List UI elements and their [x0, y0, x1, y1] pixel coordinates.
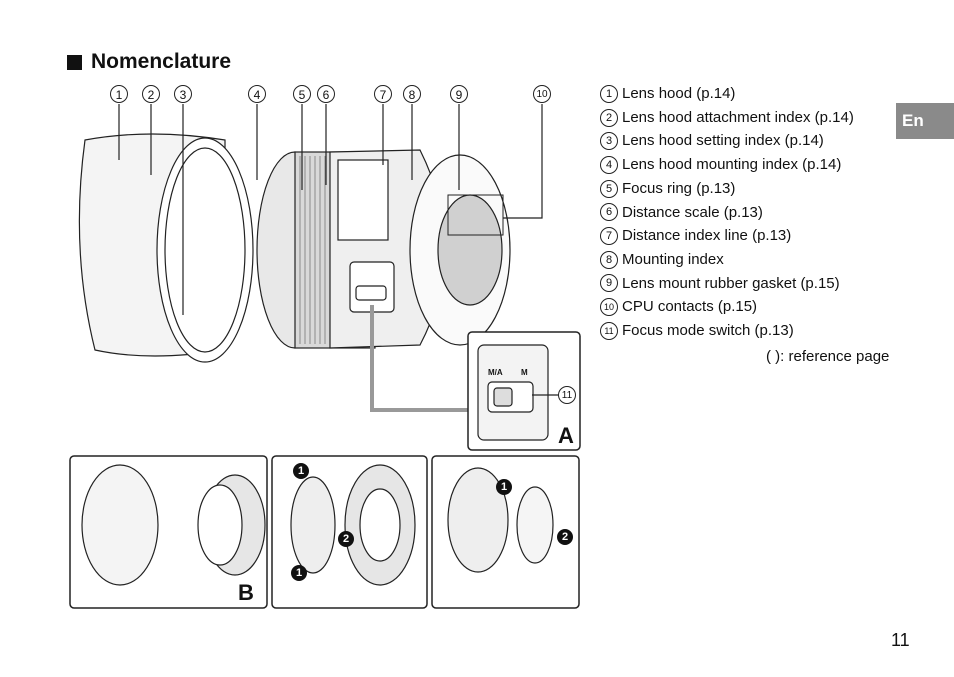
legend-num: 3 — [600, 132, 618, 151]
step-badge-1b: 1 — [291, 565, 307, 581]
legend-text: Lens hood mounting index (p.14) — [622, 156, 842, 174]
legend-num: 1 — [600, 84, 618, 103]
callout-3: 3 — [174, 85, 192, 103]
page-number: 11 — [891, 630, 910, 650]
callout-2: 2 — [142, 85, 160, 103]
callout-1: 1 — [110, 85, 128, 103]
heading-text: Nomenclature — [91, 50, 232, 73]
legend-num: 10 — [600, 298, 618, 317]
legend-text: Lens hood (p.14) — [622, 85, 736, 102]
legend-text: Lens hood setting index (p.14) — [622, 132, 824, 150]
panel-b-label: B — [238, 580, 254, 605]
legend-text: Mounting index — [622, 250, 724, 268]
reference-note: ( ): reference page — [766, 348, 890, 365]
callout-10: 10 — [533, 85, 551, 103]
section-heading: Nomenclature — [67, 50, 231, 74]
legend-text: Distance index line (p.13) — [622, 227, 792, 245]
legend-text: Focus ring (p.13) — [622, 179, 736, 197]
distance-scale-window — [337, 159, 389, 241]
legend-num: 9 — [600, 274, 618, 293]
callout-8: 8 — [403, 85, 421, 103]
language-tab: En — [896, 103, 954, 139]
panel-a-label: A — [558, 423, 574, 448]
callout-4: 4 — [248, 85, 266, 103]
legend-num: 4 — [600, 155, 618, 174]
heading-square-icon — [67, 54, 82, 70]
callout-11: 11 — [558, 386, 576, 404]
legend-text: Focus mode switch (p.13) — [622, 322, 794, 340]
switch-label-m: M — [521, 368, 528, 377]
step-badge-1: 1 — [293, 463, 309, 479]
step-badge-1c: 1 — [496, 479, 512, 495]
callout-7: 7 — [374, 85, 392, 103]
legend-text: Lens mount rubber gasket (p.15) — [622, 274, 840, 292]
legend-text: Distance scale (p.13) — [622, 203, 763, 221]
legend-num: 2 — [600, 108, 618, 127]
legend-num: 5 — [600, 179, 618, 198]
legend-num: 6 — [600, 203, 618, 222]
callout-9: 9 — [450, 85, 468, 103]
callout-5: 5 — [293, 85, 311, 103]
switch-label-ma: M/A — [488, 368, 503, 377]
callout-6: 6 — [317, 85, 335, 103]
legend-text: CPU contacts (p.15) — [622, 298, 758, 316]
legend-num: 7 — [600, 227, 618, 246]
step-badge-2b: 2 — [557, 529, 573, 545]
legend-num: 8 — [600, 250, 618, 269]
legend-text: Lens hood attachment index (p.14) — [622, 108, 854, 126]
step-badge-2: 2 — [338, 531, 354, 547]
lens-hood-rim — [156, 137, 254, 363]
legend-num: 11 — [600, 321, 618, 340]
